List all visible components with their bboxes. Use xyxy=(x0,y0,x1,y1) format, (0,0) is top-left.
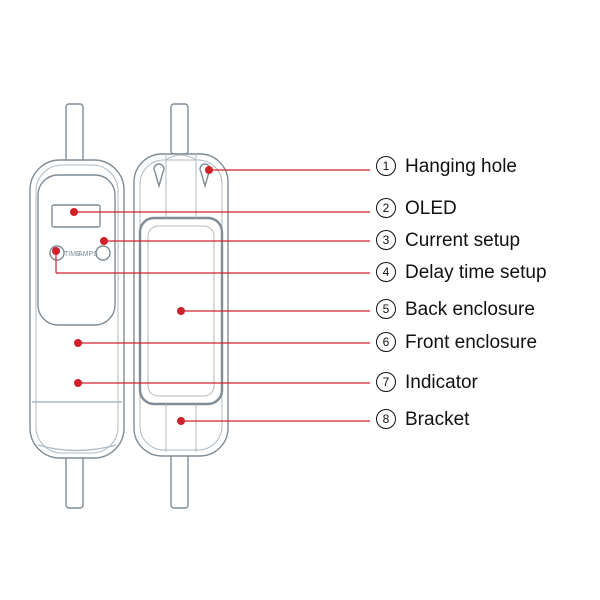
callout-dots xyxy=(52,166,213,425)
label-text: Front enclosure xyxy=(405,332,538,353)
front-top-cable xyxy=(65,103,84,165)
label-text: Back enclosure xyxy=(405,299,535,320)
label-number: 6 xyxy=(376,332,396,352)
dot-hanging-hole xyxy=(205,166,213,174)
label-bracket: 8 Bracket xyxy=(376,409,469,431)
label-text: Current setup xyxy=(405,230,521,251)
label-text: Hanging hole xyxy=(405,156,517,177)
back-view xyxy=(133,103,229,509)
label-delay-time-setup: 4 Delay time setup xyxy=(376,262,547,284)
front-view xyxy=(29,103,125,509)
label-text: Delay time setup xyxy=(405,262,547,283)
time-button xyxy=(49,245,65,261)
dot-back-enclosure xyxy=(177,307,185,315)
dot-current-setup xyxy=(100,237,108,245)
label-back-enclosure: 5 Back enclosure xyxy=(376,299,535,321)
dot-front-enclosure xyxy=(74,339,82,347)
hanging-hole-left xyxy=(153,163,165,189)
label-text: Indicator xyxy=(405,372,478,393)
label-number: 8 xyxy=(376,409,396,429)
label-oled: 2 OLED xyxy=(376,198,457,220)
amps-button xyxy=(95,245,111,261)
dot-delay-time-setup xyxy=(52,247,60,255)
label-hanging-hole: 1 Hanging hole xyxy=(376,156,517,178)
front-panel xyxy=(37,174,116,326)
label-text: Bracket xyxy=(405,409,470,430)
oled-screen xyxy=(51,204,101,228)
dot-oled xyxy=(70,208,78,216)
label-front-enclosure: 6 Front enclosure xyxy=(376,332,537,354)
amps-button-label: AMPS xyxy=(78,251,98,258)
dot-indicator xyxy=(74,379,82,387)
back-top-cable xyxy=(170,103,189,155)
label-number: 2 xyxy=(376,198,396,218)
label-text: OLED xyxy=(405,198,457,219)
label-number: 1 xyxy=(376,156,396,176)
label-indicator: 7 Indicator xyxy=(376,372,478,394)
leader-lines xyxy=(55,169,370,422)
time-button-label: TIME xyxy=(64,251,81,258)
label-number: 4 xyxy=(376,262,396,282)
dot-bracket xyxy=(177,417,185,425)
label-number: 5 xyxy=(376,299,396,319)
back-bottom-cable xyxy=(170,447,189,509)
label-number: 3 xyxy=(376,230,396,250)
label-number: 7 xyxy=(376,372,396,392)
label-current-setup: 3 Current setup xyxy=(376,230,520,252)
back-enclosure-outline xyxy=(133,153,229,457)
